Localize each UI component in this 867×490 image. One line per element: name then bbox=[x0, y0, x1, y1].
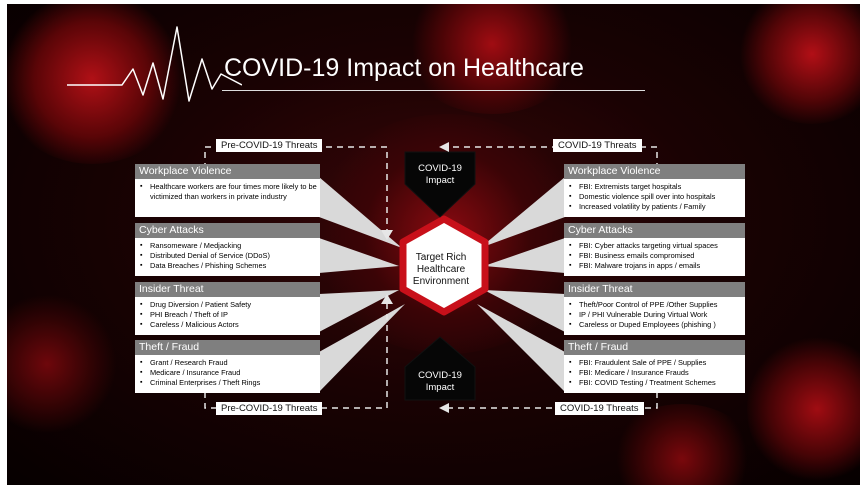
list-item: FBI: Business emails compromised bbox=[569, 251, 742, 261]
center-label: Target Rich Healthcare Environment bbox=[412, 252, 470, 287]
box-title: Cyber Attacks bbox=[135, 223, 320, 238]
box-title: Cyber Attacks bbox=[564, 223, 745, 238]
impact-triangle-top bbox=[404, 151, 476, 218]
pre-covid-theft-fraud-box: Theft / Fraud Grant / Research Fraud Med… bbox=[135, 340, 320, 393]
list-item: Ransomeware / Medjacking bbox=[140, 241, 317, 251]
covid-threats-label: COVID-19 Threats bbox=[555, 402, 644, 415]
list-item: Theft/Poor Control of PPE /Other Supplie… bbox=[569, 300, 742, 310]
list-item: Increased volatility by patients / Famil… bbox=[569, 202, 742, 212]
list-item: FBI: Extremists target hospitals bbox=[569, 182, 742, 192]
box-title: Theft / Fraud bbox=[564, 340, 745, 355]
impact-label-bottom: COVID-19 Impact bbox=[418, 370, 462, 393]
list-item: FBI: COVID Testing / Treatment Schemes bbox=[569, 378, 742, 388]
hexagon-shape bbox=[399, 215, 489, 316]
box-title: Insider Threat bbox=[564, 282, 745, 297]
box-title: Insider Threat bbox=[135, 282, 320, 297]
list-item: Domestic violence spill over into hospit… bbox=[569, 192, 742, 202]
list-item: FBI: Medicare / Insurance Frauds bbox=[569, 368, 742, 378]
covid-theft-fraud-box: Theft / Fraud FBI: Fraudulent Sale of PP… bbox=[564, 340, 745, 393]
list-item: Drug Diversion / Patient Safety bbox=[140, 300, 317, 310]
box-title: Workplace Violence bbox=[564, 164, 745, 179]
box-title: Theft / Fraud bbox=[135, 340, 320, 355]
pre-covid-insider-threat-box: Insider Threat Drug Diversion / Patient … bbox=[135, 282, 320, 335]
covid-insider-threat-box: Insider Threat Theft/Poor Control of PPE… bbox=[564, 282, 745, 335]
impact-triangle-bottom bbox=[404, 336, 476, 401]
pre-covid-threats-label: Pre-COVID-19 Threats bbox=[216, 402, 323, 415]
covid-threats-label: COVID-19 Threats bbox=[553, 139, 642, 152]
list-item: Criminal Enterprises / Theft Rings bbox=[140, 378, 317, 388]
pre-covid-cyber-attacks-box: Cyber Attacks Ransomeware / Medjacking D… bbox=[135, 223, 320, 276]
list-item: IP / PHI Vulnerable During Virtual Work bbox=[569, 310, 742, 320]
pre-covid-workplace-violence-box: Workplace Violence Healthcare workers ar… bbox=[135, 164, 320, 217]
covid-workplace-violence-box: Workplace Violence FBI: Extremists targe… bbox=[564, 164, 745, 217]
title-underline bbox=[222, 90, 645, 91]
list-item: Medicare / Insurance Fraud bbox=[140, 368, 317, 378]
slide: COVID-19 Impact on Healthcare bbox=[7, 4, 860, 485]
impact-label-top: COVID-19 Impact bbox=[418, 163, 462, 186]
list-item: Grant / Research Fraud bbox=[140, 358, 317, 368]
list-item: Distributed Denial of Service (DDoS) bbox=[140, 251, 317, 261]
list-item: PHI Breach / Theft of IP bbox=[140, 310, 317, 320]
pre-covid-threats-label: Pre-COVID-19 Threats bbox=[216, 139, 323, 152]
list-item: FBI: Cyber attacks targeting virtual spa… bbox=[569, 241, 742, 251]
list-item: Careless / Malicious Actors bbox=[140, 320, 317, 330]
list-item: Careless or Duped Employees (phishing ) bbox=[569, 320, 742, 330]
page-title: COVID-19 Impact on Healthcare bbox=[224, 54, 584, 82]
covid-cyber-attacks-box: Cyber Attacks FBI: Cyber attacks targeti… bbox=[564, 223, 745, 276]
list-item: Data Breaches / Phishing Schemes bbox=[140, 261, 317, 271]
diagram-graphics bbox=[204, 142, 658, 413]
box-title: Workplace Violence bbox=[135, 164, 320, 179]
list-item: FBI: Fraudulent Sale of PPE / Supplies bbox=[569, 358, 742, 368]
connector-rays-right bbox=[477, 177, 565, 392]
connector-rays-left bbox=[319, 177, 405, 392]
list-item: Healthcare workers are four times more l… bbox=[140, 182, 317, 202]
list-item: FBI: Malware trojans in apps / emails bbox=[569, 261, 742, 271]
heartbeat-line-icon bbox=[67, 26, 242, 102]
